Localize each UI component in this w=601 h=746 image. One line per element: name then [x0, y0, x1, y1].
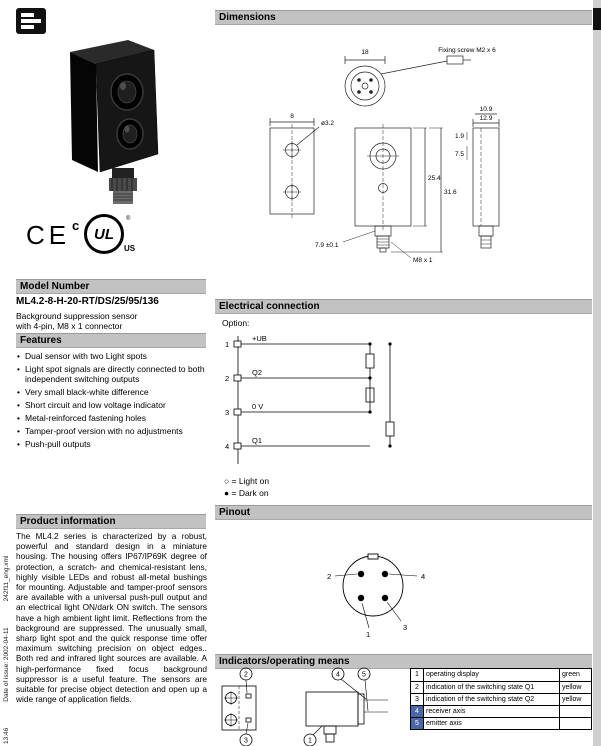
dim-label-hole: ø3.2 [321, 120, 334, 127]
section-header-features: Features [16, 333, 206, 348]
feature-item: Tamper-proof version with no adjustments [16, 426, 206, 436]
page-edge-tab [593, 8, 601, 30]
table-cell-num: 5 [411, 718, 424, 729]
page-edge-strip [593, 0, 601, 746]
ul-c-label: c [72, 218, 80, 233]
indicators-drawing: 2 3 4 5 1 [221, 667, 388, 746]
section-header-model-number: Model Number [16, 279, 206, 294]
feature-item: Push-pull outputs [16, 439, 206, 449]
legend-dark-on: ● = Dark on [224, 488, 269, 498]
pin-number: 4 [225, 442, 229, 451]
callout-5: 5 [362, 672, 366, 679]
table-cell-value: green [559, 669, 591, 681]
pinout-pin-3: 3 [403, 623, 407, 632]
pinout-pin-2: 2 [327, 572, 331, 581]
table-cell-desc: operating display [426, 671, 479, 678]
dim-label-7-5: 7.5 [455, 151, 464, 158]
table-cell-num: 2 [411, 682, 424, 693]
dimensions-drawing: 18 Fixing screw M2 x 6 8 ø3.2 25.4 31.6 … [269, 47, 500, 264]
model-description-1: Background suppression sensor [16, 311, 138, 321]
dim-label-10-9: 10.9 [480, 106, 493, 113]
table-cell-desc: indication of the switching state Q2 [426, 695, 535, 703]
dim-label-8: 8 [290, 113, 294, 120]
pin-label: 0 V [252, 402, 263, 411]
table-cell-num: 3 [411, 694, 424, 705]
indicators-table: 1 operating display green 2 indication o… [410, 668, 592, 730]
features-list: Dual sensor with two Light spots Light s… [16, 351, 206, 452]
callout-2: 2 [244, 672, 248, 679]
dim-label-7-9: 7.9 ±0.1 [315, 242, 339, 249]
brand-logo [16, 8, 46, 34]
table-cell-desc: emitter axis [426, 719, 462, 727]
pinout-pin-1: 1 [366, 630, 370, 639]
electrical-circuit-drawing: 1 2 3 4 +UB Q2 0 V Q1 [225, 334, 395, 464]
callout-3: 3 [244, 738, 248, 745]
pinout-pin-4: 4 [421, 572, 425, 581]
table-row: 5 emitter axis [411, 717, 591, 729]
feature-item: Light spot signals are directly connecte… [16, 364, 206, 384]
dim-label-12-9: 12.9 [480, 115, 493, 122]
side-time: 13:46 [3, 727, 10, 744]
pin-number: 2 [225, 374, 229, 383]
table-row: 3 indication of the switching state Q2 y… [411, 693, 591, 705]
section-header-dimensions: Dimensions [215, 10, 592, 25]
table-cell-num: 4 [411, 706, 424, 717]
model-description-2: with 4-pin, M8 x 1 connector [16, 321, 123, 331]
callout-4: 4 [336, 672, 340, 679]
feature-item: Dual sensor with two Light spots [16, 351, 206, 361]
side-meta-text: 13:46 Date of issue: 2002-04-11 242f11_e… [3, 556, 10, 744]
table-cell-num: 1 [411, 669, 424, 681]
side-filename: 242f11_eng.xml [3, 555, 10, 602]
table-cell-value: yellow [559, 694, 591, 705]
dim-label-25-4: 25.4 [428, 175, 441, 182]
callout-1: 1 [308, 738, 312, 745]
table-row: 2 indication of the switching state Q1 y… [411, 681, 591, 693]
ul-letters: UL [94, 225, 114, 243]
table-cell-value [559, 718, 591, 729]
ul-circle: UL [84, 214, 124, 254]
table-cell-desc: indication of the switching state Q1 [426, 683, 535, 691]
legend-light-on: ○ = Light on [224, 476, 270, 486]
dim-label-31-6: 31.6 [444, 189, 457, 196]
table-row: 4 receiver axis [411, 705, 591, 717]
pin-label: +UB [252, 334, 267, 343]
option-label: Option: [222, 318, 250, 328]
table-cell-value: yellow [559, 682, 591, 693]
ul-registered-icon: ® [126, 216, 131, 222]
pin-label: Q2 [252, 368, 262, 377]
side-issue-date: Date of issue: 2002-04-11 [3, 627, 10, 702]
pin-number: 1 [225, 340, 229, 349]
section-header-electrical: Electrical connection [215, 299, 592, 314]
dim-label-m8: M8 x 1 [413, 257, 433, 264]
dim-label-fixing-screw: Fixing screw M2 x 6 [438, 47, 496, 54]
model-number: ML4.2-8-H-20-RT/DS/25/95/136 [16, 296, 159, 307]
section-header-product-info: Product information [16, 514, 206, 529]
table-cell-desc: receiver axis [426, 707, 466, 715]
pin-label: Q1 [252, 436, 262, 445]
pin-number: 3 [225, 408, 229, 417]
section-header-indicators: Indicators/operating means [215, 654, 592, 669]
table-cell-value [559, 706, 591, 717]
feature-item: Metal-reinforced fastening holes [16, 413, 206, 423]
ce-mark: CE [26, 220, 71, 250]
ul-us-label: US [124, 244, 136, 253]
feature-item: Very small black-white difference [16, 387, 206, 397]
product-photo [70, 40, 159, 204]
pinout-drawing: 2 4 1 3 [327, 553, 425, 639]
table-row: 1 operating display green [411, 669, 591, 681]
dim-label-18: 18 [361, 49, 369, 56]
section-header-pinout: Pinout [215, 505, 592, 520]
feature-item: Short circuit and low voltage indicator [16, 400, 206, 410]
ul-mark: c UL ® US [72, 214, 140, 262]
dim-label-1-9: 1.9 [455, 133, 464, 140]
product-info-text: The ML4.2 series is characterized by a r… [16, 531, 207, 705]
